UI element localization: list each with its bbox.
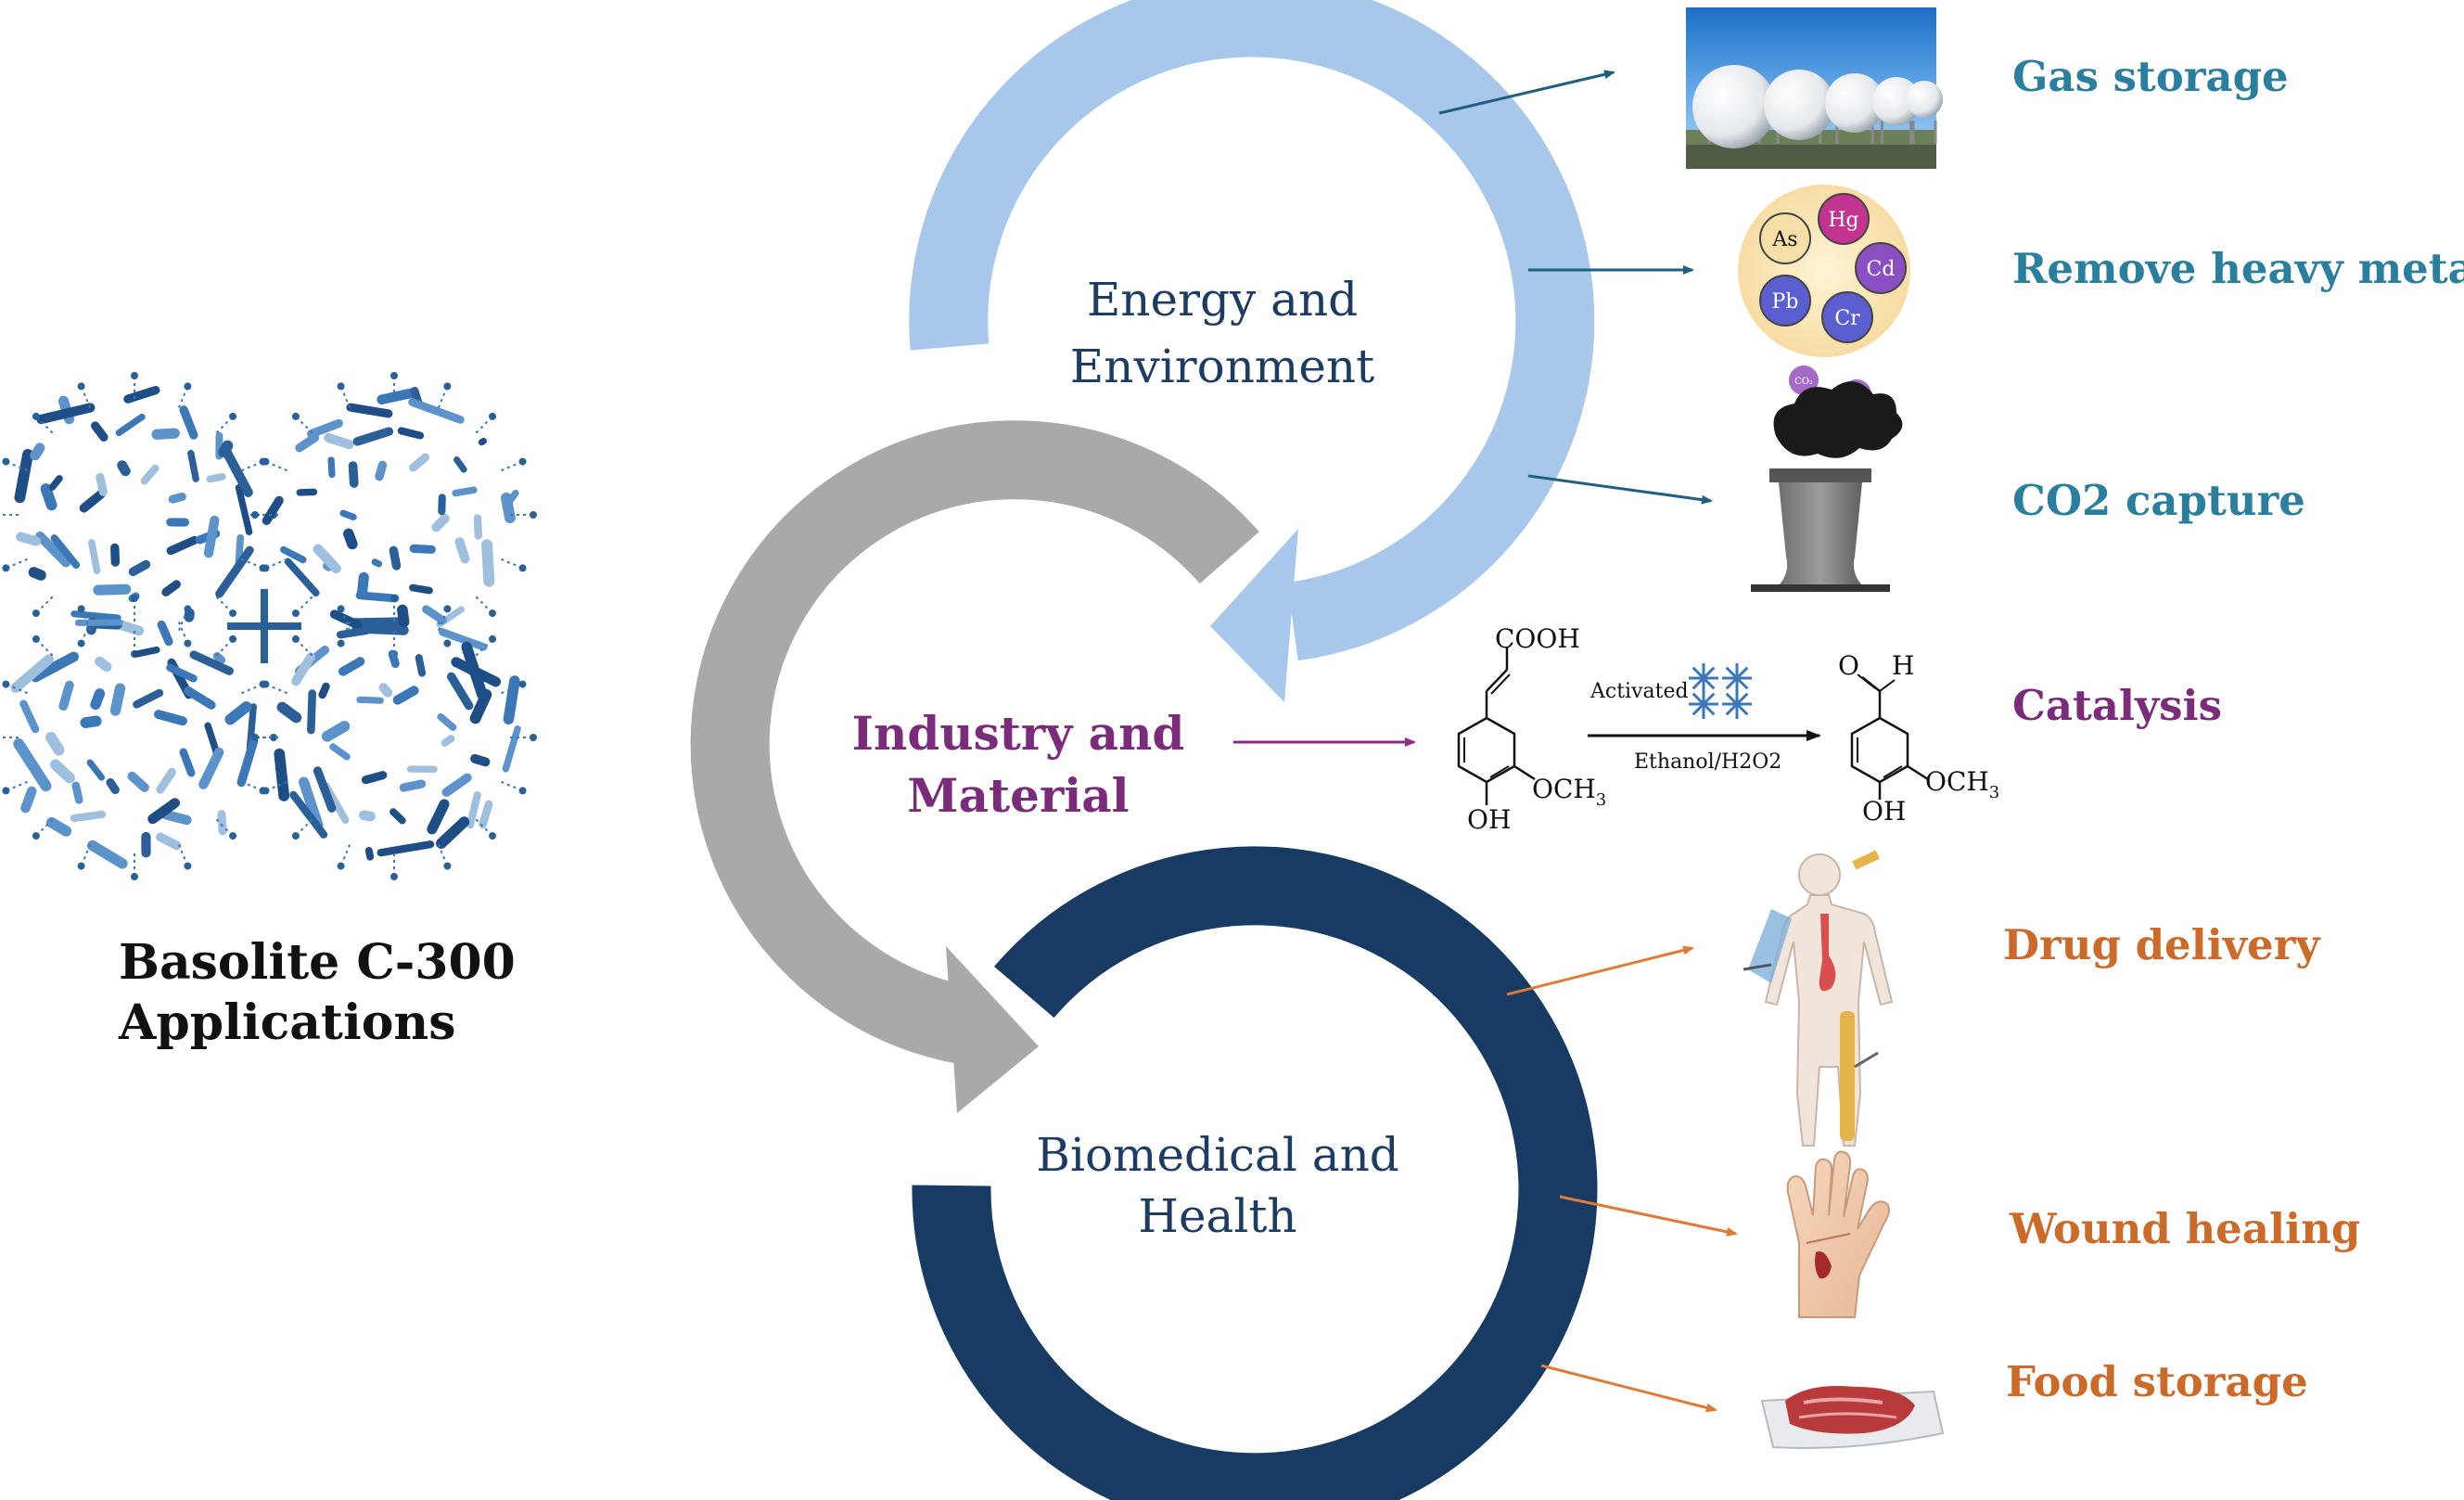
gas-storage-tanks-icon <box>1686 7 1943 169</box>
arrow-to-wound-healing <box>1559 1195 1738 1237</box>
mof-structure-image <box>0 372 537 880</box>
energy-label-line2: Environment <box>1070 340 1374 393</box>
app-label-wound-healing: Wound healing <box>2009 1204 2360 1253</box>
svg-text:Pb: Pb <box>1772 290 1799 314</box>
svg-text:Hg: Hg <box>1828 209 1858 232</box>
title-line2: Applications <box>118 994 455 1051</box>
app-label-catalysis: Catalysis <box>2012 681 2222 730</box>
app-label-drug-delivery: Drug delivery <box>2003 920 2321 969</box>
industry-label-line2: Material <box>907 768 1129 823</box>
svg-text:OCH3: OCH3 <box>1925 766 1999 802</box>
reactant-methoxy-subscript: 3 <box>1596 790 1606 810</box>
app-label-food-storage: Food storage <box>2006 1357 2308 1406</box>
biomedical-label-line1: Biomedical and <box>1036 1128 1399 1182</box>
energy-label-line1: Energy and <box>1087 273 1358 327</box>
svg-text:Cd: Cd <box>1867 258 1896 281</box>
arrow-to-food-storage <box>1540 1364 1717 1413</box>
arrow-to-drug-delivery <box>1506 945 1694 996</box>
product-oh: OH <box>1862 796 1906 827</box>
industry-label-line1: Industry and <box>852 706 1185 761</box>
co2-factory-icon: CO₂CO₂ <box>1751 365 1903 592</box>
app-label-co2-capture: CO2 capture <box>2012 476 2305 525</box>
arrow-to-co2-capture <box>1527 474 1713 505</box>
meat-tray-icon <box>1760 1386 1945 1449</box>
app-label-gas-storage: Gas storage <box>2012 52 2289 101</box>
product-methoxy: OCH <box>1925 766 1989 797</box>
svg-text:CO₂: CO₂ <box>1794 377 1813 387</box>
app-label-remove-heavy-metals: Remove heavy metals <box>2012 244 2464 293</box>
catalyst-label: Activated <box>1589 680 1689 703</box>
biomedical-ring <box>912 846 1598 1500</box>
svg-text:Cr: Cr <box>1834 307 1860 330</box>
reactant-methoxy: OCH <box>1532 774 1596 804</box>
svg-text:OCH3: OCH3 <box>1532 774 1606 810</box>
product-methoxy-subscript: 3 <box>1989 783 1999 802</box>
mini-mof-icon <box>1689 663 1752 719</box>
industry-ring <box>690 420 1259 1113</box>
biomedical-label-line2: Health <box>1138 1189 1296 1243</box>
product-aldehyde-o: O <box>1838 650 1859 681</box>
human-body-icon <box>1743 850 1894 1147</box>
arrow-to-gas-storage <box>1438 70 1615 115</box>
catalysis-reaction-scheme: COOH OCH3 OH Activated Ethanol/H2O2 O H … <box>1457 623 1999 835</box>
svg-text:As: As <box>1771 228 1797 251</box>
reactant-cooh: COOH <box>1495 623 1580 654</box>
wounded-hand-icon <box>1786 1150 1890 1318</box>
conditions-label: Ethanol/H2O2 <box>1634 750 1781 774</box>
product-aldehyde-h: H <box>1892 650 1914 681</box>
title-line1: Basolite C-300 <box>119 934 516 991</box>
reactant-oh: OH <box>1467 804 1511 835</box>
energy-ring <box>909 0 1595 702</box>
